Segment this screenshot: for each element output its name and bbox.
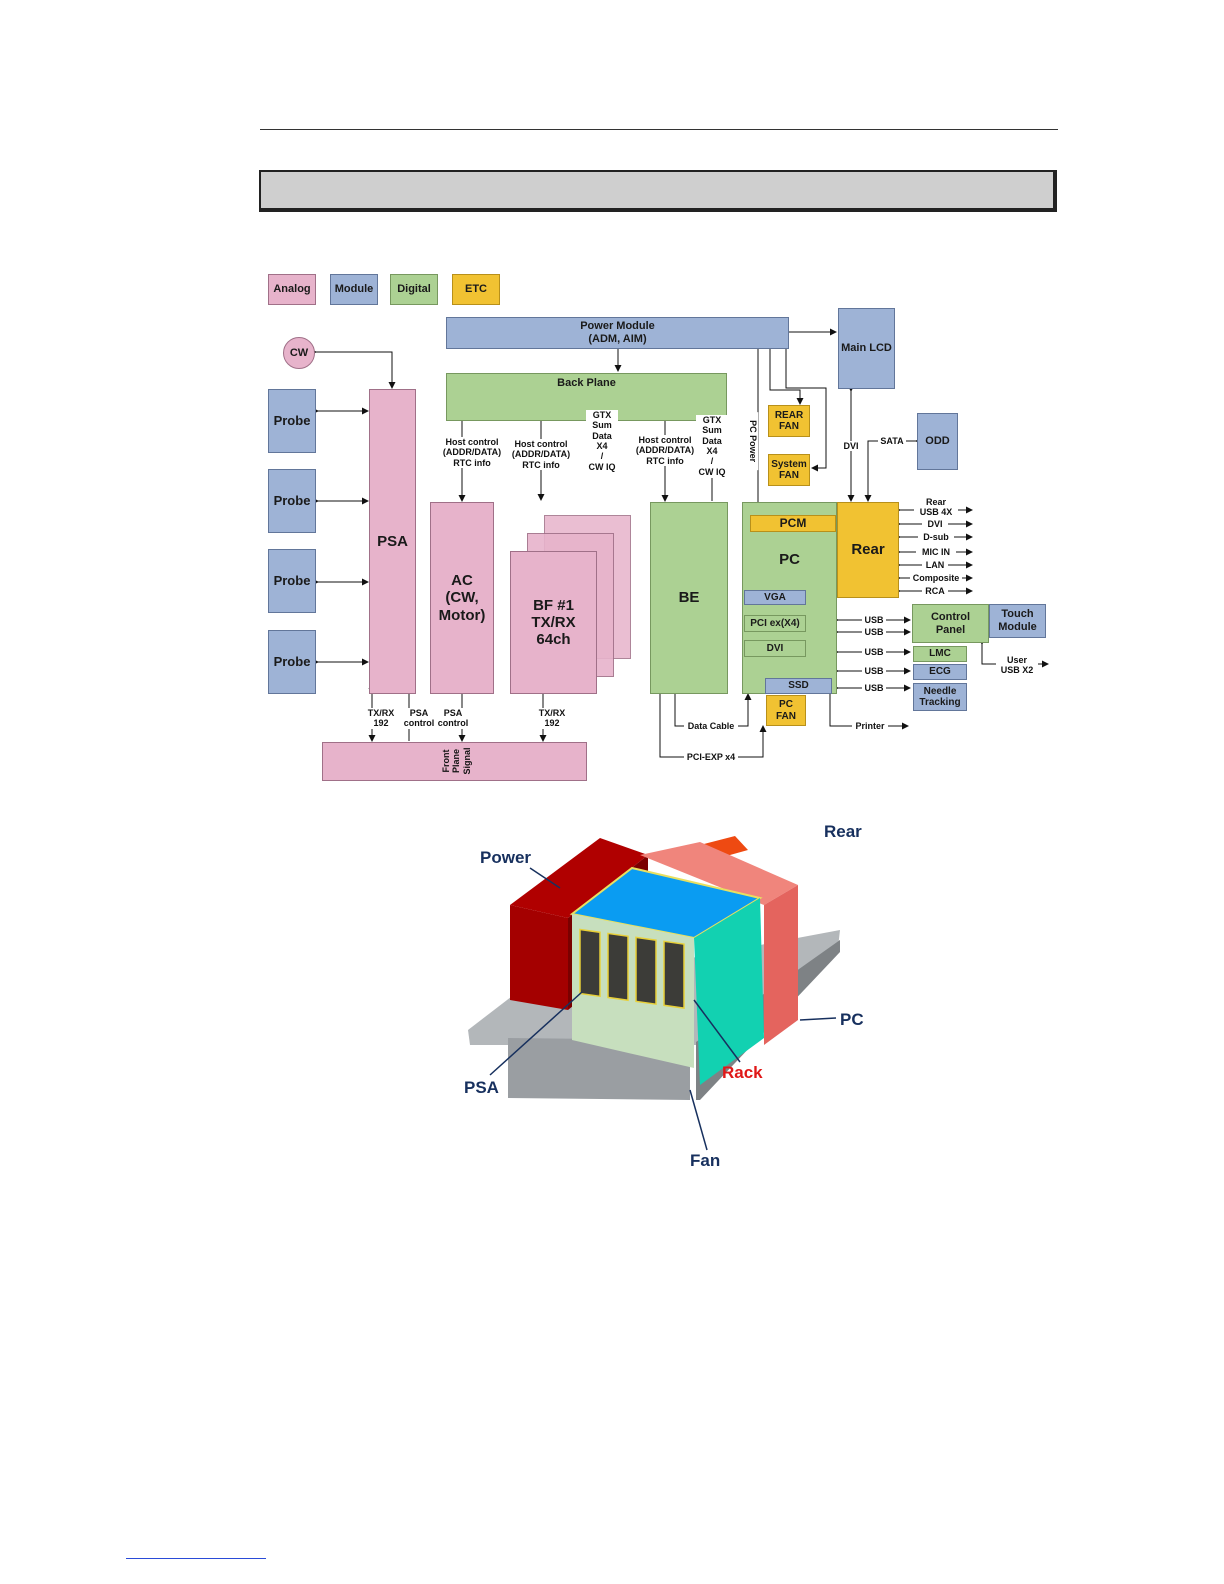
touch-module-block: Touch Module bbox=[989, 604, 1046, 638]
psa-control-label-a: PSA control bbox=[400, 708, 438, 729]
vga-block: VGA bbox=[744, 590, 806, 605]
bf-block: BF #1 TX/RX 64ch bbox=[510, 551, 597, 694]
rack-callout-rear: Rear bbox=[824, 822, 862, 841]
power-rearfan-line bbox=[769, 349, 804, 405]
power-block-front bbox=[510, 905, 568, 1010]
be-block: BE bbox=[650, 502, 728, 694]
rear-usb-label: Rear USB 4X bbox=[914, 497, 958, 518]
usb-label-4: USB bbox=[862, 666, 886, 677]
usb-label-2: USB bbox=[862, 627, 886, 638]
front-plane-block bbox=[322, 742, 587, 781]
power-block-top bbox=[510, 838, 648, 918]
legend-module: Module bbox=[330, 274, 378, 305]
dvi-link-label: DVI bbox=[840, 441, 862, 452]
pc-block-side bbox=[764, 885, 798, 1045]
usb-label-1: USB bbox=[862, 615, 886, 626]
pci-exp-label: PCI-EXP x4 bbox=[684, 752, 738, 763]
power-sysfan-line bbox=[785, 349, 827, 472]
pcm-block: PCM bbox=[750, 515, 836, 532]
rack-callout-pc: PC bbox=[840, 1010, 864, 1029]
pc-fan-block: PC FAN bbox=[766, 695, 806, 726]
psa-block: PSA bbox=[369, 389, 416, 694]
rack-callout-power: Power bbox=[480, 848, 532, 867]
probe-block-4: Probe bbox=[268, 630, 316, 694]
mic-in-label: MIC IN bbox=[916, 547, 956, 558]
probe-block-2: Probe bbox=[268, 469, 316, 533]
host-control-label-3: Host control (ADDR/DATA) RTC info bbox=[631, 435, 699, 467]
rack-callout-rack: Rack bbox=[722, 1063, 763, 1082]
user-usb-label: User USB X2 bbox=[996, 655, 1038, 676]
ssd-block: SSD bbox=[765, 678, 832, 694]
rack-slot-4 bbox=[663, 940, 685, 1009]
rack-callout-fan: Fan bbox=[690, 1151, 721, 1170]
rca-label: RCA bbox=[922, 586, 948, 597]
composite-label: Composite bbox=[910, 573, 962, 584]
txrx-192-label-b: TX/RX 192 bbox=[532, 708, 572, 729]
dvi-block: DVI bbox=[744, 640, 806, 657]
rear-block: Rear bbox=[837, 502, 899, 598]
usb-label-5: USB bbox=[862, 683, 886, 694]
rack-slot-3 bbox=[635, 936, 657, 1006]
usb-label-3: USB bbox=[862, 647, 886, 658]
control-panel-block: Control Panel bbox=[912, 604, 989, 643]
dsub-label: D-sub bbox=[918, 532, 954, 543]
power-module-block: Power Module (ADM, AIM) bbox=[446, 317, 789, 349]
rear-fan-block: REAR FAN bbox=[768, 405, 810, 437]
printer-label: Printer bbox=[852, 721, 888, 732]
psa-control-label-b: PSA control bbox=[434, 708, 472, 729]
data-cable-label: Data Cable bbox=[684, 721, 738, 732]
host-control-label-1: Host control (ADDR/DATA) RTC info bbox=[438, 437, 506, 469]
probe-block-1: Probe bbox=[268, 389, 316, 453]
pci-ex-block: PCI ex(X4) bbox=[744, 615, 806, 632]
main-lcd-block: Main LCD bbox=[838, 308, 895, 389]
pc-block-top bbox=[640, 842, 798, 905]
rack-callout-psa: PSA bbox=[464, 1078, 499, 1097]
system-fan-block: System FAN bbox=[768, 454, 810, 486]
ac-block: AC (CW, Motor) bbox=[430, 502, 494, 694]
legend-analog: Analog bbox=[268, 274, 316, 305]
sata-label: SATA bbox=[878, 436, 906, 447]
cw-block: CW bbox=[283, 337, 315, 369]
gtx-label-1: GTX Sum Data X4 / CW IQ bbox=[586, 410, 618, 473]
header-rule bbox=[260, 129, 1058, 130]
ecg-block: ECG bbox=[913, 664, 967, 680]
host-control-label-2: Host control (ADDR/DATA) RTC info bbox=[507, 439, 575, 471]
rear-dvi-label: DVI bbox=[922, 519, 948, 530]
lan-label: LAN bbox=[922, 560, 948, 571]
footer-link-underline bbox=[126, 1558, 266, 1559]
rack-slot-2 bbox=[607, 932, 629, 1002]
legend-etc: ETC bbox=[452, 274, 500, 305]
rack-side bbox=[694, 898, 764, 1085]
odd-block: ODD bbox=[917, 413, 958, 470]
needle-tracking-block: Needle Tracking bbox=[913, 683, 967, 711]
legend-digital: Digital bbox=[390, 274, 438, 305]
gtx-label-2: GTX Sum Data X4 / CW IQ bbox=[696, 415, 728, 478]
section-title-bar bbox=[259, 170, 1057, 212]
cw-psa-line bbox=[310, 348, 396, 389]
rack-slot-1 bbox=[579, 928, 601, 998]
txrx-192-label-a: TX/RX 192 bbox=[362, 708, 400, 729]
probe-block-3: Probe bbox=[268, 549, 316, 613]
lmc-block: LMC bbox=[913, 646, 967, 662]
